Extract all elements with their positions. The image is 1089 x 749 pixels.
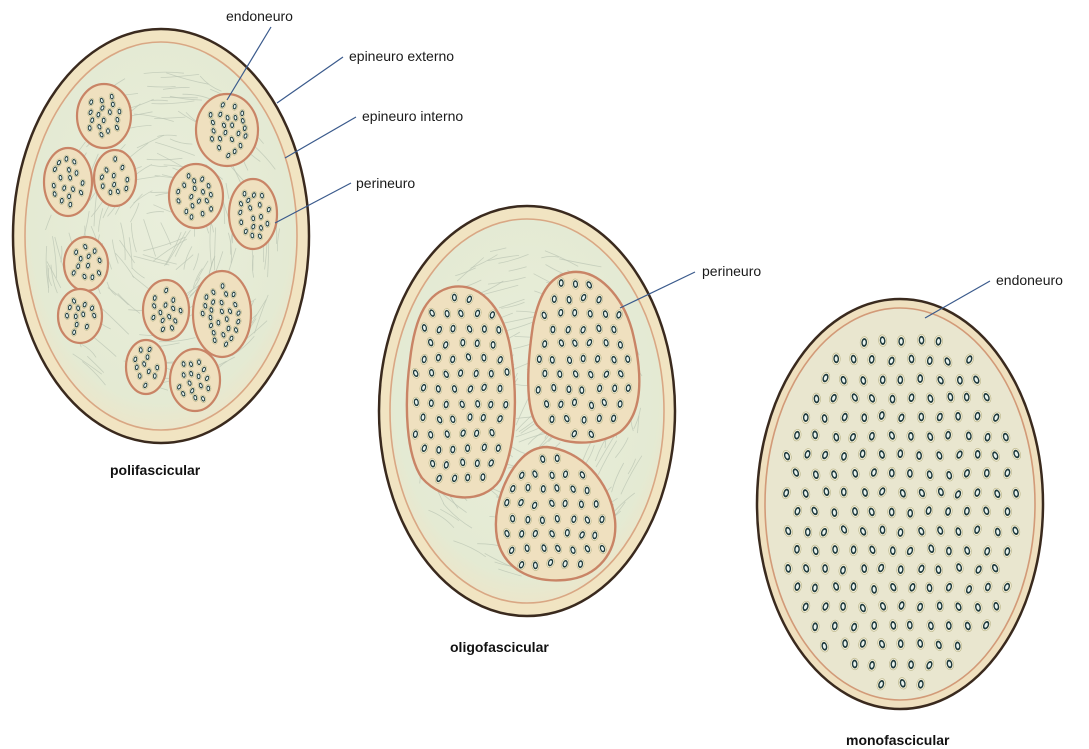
axon bbox=[242, 124, 248, 132]
axon bbox=[540, 484, 548, 495]
axon bbox=[888, 467, 896, 479]
label-poly-epineuro-interno: epineuro interno bbox=[362, 108, 463, 124]
axon bbox=[906, 467, 915, 479]
axon bbox=[63, 155, 69, 163]
axon bbox=[578, 385, 586, 396]
label-mono-endoneuro: endoneuro bbox=[996, 272, 1063, 288]
axon-core bbox=[210, 207, 212, 210]
axon bbox=[428, 398, 436, 409]
axon bbox=[110, 100, 116, 108]
axon bbox=[205, 384, 211, 392]
caption-oligofascicular: oligofascicular bbox=[450, 639, 549, 655]
polifascicular-nerve bbox=[13, 29, 309, 443]
axon bbox=[78, 255, 83, 263]
axon bbox=[1003, 506, 1011, 518]
leader-poly-epineuro-externo bbox=[277, 57, 343, 103]
axon bbox=[238, 218, 244, 226]
axon bbox=[186, 172, 192, 180]
axon bbox=[954, 410, 963, 422]
axon bbox=[915, 450, 923, 462]
label-poly-epineuro-externo: epineuro externo bbox=[349, 48, 454, 64]
axon bbox=[124, 176, 130, 184]
axon bbox=[435, 445, 443, 456]
axon bbox=[459, 337, 467, 348]
axon bbox=[860, 412, 868, 424]
axon bbox=[917, 411, 925, 423]
axon bbox=[897, 336, 905, 348]
axon bbox=[558, 278, 565, 288]
axon bbox=[583, 485, 591, 496]
leader-mono-endoneuro bbox=[925, 281, 990, 318]
axon-core bbox=[909, 511, 912, 516]
axon bbox=[188, 213, 194, 221]
axon bbox=[239, 109, 245, 117]
axon bbox=[593, 499, 600, 509]
axon bbox=[907, 659, 915, 671]
axon bbox=[549, 324, 557, 335]
axon bbox=[73, 313, 78, 321]
axon bbox=[74, 169, 80, 177]
axon bbox=[258, 213, 264, 221]
axon bbox=[490, 340, 497, 350]
axon-core bbox=[156, 366, 158, 369]
axon bbox=[896, 374, 904, 386]
axon bbox=[565, 384, 573, 395]
caption-polifascicular: polifascicular bbox=[110, 462, 201, 478]
axon bbox=[888, 393, 896, 405]
axon bbox=[183, 207, 189, 215]
axon bbox=[916, 373, 924, 385]
axon bbox=[89, 273, 95, 281]
axon bbox=[108, 188, 114, 196]
axon bbox=[579, 353, 587, 364]
axon bbox=[906, 507, 914, 519]
axon bbox=[481, 324, 488, 334]
axon bbox=[849, 544, 858, 556]
axon bbox=[208, 205, 213, 213]
poly-fascicle bbox=[77, 84, 131, 148]
axon bbox=[112, 155, 118, 163]
axon bbox=[974, 448, 982, 460]
axon bbox=[145, 353, 151, 361]
axon bbox=[265, 220, 271, 228]
axon-core bbox=[900, 339, 903, 344]
axon bbox=[220, 282, 226, 290]
axon-core bbox=[483, 327, 486, 332]
axon bbox=[553, 453, 561, 464]
label-oligo-perineuro: perineuro bbox=[702, 263, 761, 279]
axon bbox=[536, 354, 543, 364]
axon bbox=[541, 368, 549, 379]
axon bbox=[208, 111, 214, 119]
poly-fascicle bbox=[170, 349, 220, 411]
axon bbox=[802, 412, 810, 424]
label-poly-perineuro: perineuro bbox=[356, 175, 415, 191]
axon bbox=[839, 601, 847, 613]
monofascicular-nerve bbox=[757, 299, 1043, 709]
axon bbox=[155, 364, 160, 372]
axon bbox=[804, 526, 812, 538]
axon bbox=[917, 334, 926, 346]
axon-core bbox=[492, 343, 495, 348]
axon bbox=[100, 182, 106, 190]
axon bbox=[117, 108, 123, 116]
axon bbox=[105, 127, 110, 135]
axon bbox=[945, 545, 954, 557]
leader-poly-epineuro-interno bbox=[285, 117, 356, 158]
axon bbox=[229, 121, 235, 129]
oligofascicular-nerve bbox=[379, 206, 675, 616]
caption-monofascicular: monofascicular bbox=[846, 732, 950, 748]
axon bbox=[101, 116, 107, 124]
axon bbox=[832, 353, 841, 365]
axon bbox=[488, 368, 496, 379]
axon bbox=[840, 486, 848, 498]
axon bbox=[92, 247, 98, 255]
axon bbox=[152, 372, 158, 380]
poly-fascicle bbox=[169, 164, 223, 228]
axon bbox=[196, 372, 202, 380]
axon bbox=[67, 201, 73, 209]
label-poly-endoneuro: endoneuro bbox=[226, 8, 293, 24]
axon bbox=[66, 192, 72, 200]
labels: endoneuro epineuro externo epineuro inte… bbox=[226, 8, 1063, 288]
axon bbox=[242, 190, 248, 198]
